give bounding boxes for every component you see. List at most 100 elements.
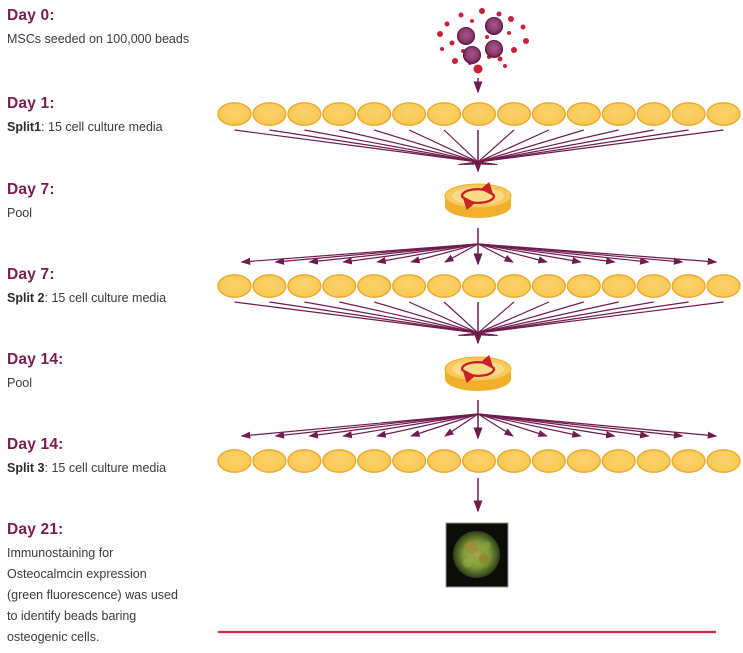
culture-dish — [636, 274, 671, 298]
culture-dish — [671, 102, 706, 126]
culture-dish — [601, 449, 636, 473]
msc-cell — [456, 26, 476, 46]
step-description: Split 2: 15 cell culture media — [7, 288, 222, 308]
converge-line — [474, 301, 515, 336]
culture-dish — [217, 102, 252, 126]
fan-arrow — [444, 413, 479, 437]
step-desc-bold: Split 3 — [7, 461, 45, 475]
culture-dish — [496, 449, 532, 473]
culture-dish-row-split1 — [217, 102, 741, 126]
step-day7-pool: Day 7: Pool — [7, 180, 222, 223]
culture-dish-row-split2 — [217, 274, 741, 298]
bead-dot — [485, 35, 489, 39]
bead-dot — [497, 56, 503, 62]
fan-arrow — [376, 413, 479, 438]
msc-cell — [484, 39, 504, 59]
step-description: Pool — [7, 203, 222, 223]
culture-dish — [461, 102, 497, 126]
converge-line — [304, 129, 492, 166]
step-desc-text: MSCs seeded on 100,000 beads — [7, 32, 190, 46]
converge-to-pool-day14 — [234, 301, 724, 345]
culture-dish — [426, 274, 462, 298]
culture-dish — [566, 274, 601, 298]
culture-dish — [357, 274, 392, 298]
culture-dish — [496, 274, 532, 298]
fan-arrow — [477, 413, 582, 438]
culture-dish — [706, 449, 741, 473]
bead-dot — [440, 47, 444, 51]
culture-dish — [287, 274, 322, 298]
culture-dish — [636, 102, 671, 126]
culture-dish — [706, 102, 741, 126]
culture-dish — [461, 274, 497, 298]
converge-line — [408, 129, 484, 166]
culture-dish — [357, 102, 392, 126]
bead-dot — [458, 12, 464, 18]
culture-dish — [287, 102, 322, 126]
fan-arrow — [477, 413, 650, 439]
fan-arrow — [376, 243, 479, 265]
converge-line — [374, 129, 487, 166]
fan-arrow — [410, 243, 479, 264]
culture-dish — [217, 449, 252, 473]
converge-line — [458, 301, 724, 337]
converge-to-pool-day7 — [234, 129, 724, 173]
fan-arrow — [308, 413, 479, 439]
culture-dish — [426, 102, 462, 126]
step-desc-text: Pool — [7, 206, 33, 220]
bead-dot — [508, 16, 514, 22]
fan-arrow — [477, 243, 582, 265]
step-desc-bold: Split 2 — [7, 291, 45, 305]
blob-texture — [464, 540, 478, 554]
culture-dish — [566, 102, 601, 126]
converge-line — [269, 301, 495, 337]
fan-arrow — [274, 413, 479, 439]
culture-dish — [392, 274, 427, 298]
converge-line — [374, 301, 487, 337]
fan-arrow — [410, 413, 479, 437]
mixing-arrow — [460, 354, 494, 372]
step-desc-bold: Split1 — [7, 120, 42, 134]
bead-dot — [449, 40, 455, 46]
fan-arrow — [477, 413, 514, 437]
bead-dot — [523, 38, 529, 44]
culture-dish — [671, 449, 706, 473]
converge-line — [443, 301, 482, 336]
fan-arrow — [477, 413, 616, 439]
mixing-arrow — [462, 193, 496, 211]
step-heading: Day 14: — [7, 436, 64, 453]
culture-dish-row-split3 — [217, 449, 741, 473]
pool-dish-day14 — [444, 354, 512, 391]
converge-line — [469, 129, 584, 166]
step-desc-text: : 15 cell culture media — [41, 120, 163, 134]
culture-dish — [671, 274, 706, 298]
step-day7-split: Day 7: Split 2: 15 cell culture media — [7, 265, 222, 308]
step-desc-text: : 15 cell culture media — [44, 291, 167, 305]
culture-dish — [426, 449, 462, 473]
step-heading: Day 21: — [7, 521, 64, 538]
culture-dish — [322, 449, 357, 473]
culture-dish — [531, 274, 566, 298]
culture-dish — [531, 102, 566, 126]
culture-dish — [461, 449, 497, 473]
culture-dish — [531, 449, 566, 473]
blob-texture — [479, 554, 489, 564]
culture-dish — [601, 274, 636, 298]
fan-arrow — [477, 243, 514, 263]
step-day0: Day 0: MSCs seeded on 100,000 beads — [7, 6, 222, 49]
converge-line — [339, 301, 490, 337]
step-heading: Day 0: — [7, 7, 55, 24]
fan-arrow — [444, 243, 479, 263]
culture-dish — [357, 449, 392, 473]
culture-dish — [322, 102, 357, 126]
bead-dot — [520, 24, 526, 30]
step-day1: Day 1: Split1: 15 cell culture media — [7, 94, 222, 137]
step-day14-split: Day 14: Split 3: 15 cell culture media — [7, 435, 222, 478]
bead-dot — [444, 21, 450, 27]
culture-dish — [706, 274, 741, 298]
culture-dish — [252, 102, 287, 126]
converge-line — [466, 301, 619, 337]
fan-split3 — [240, 400, 718, 440]
bead-dot — [473, 64, 483, 74]
